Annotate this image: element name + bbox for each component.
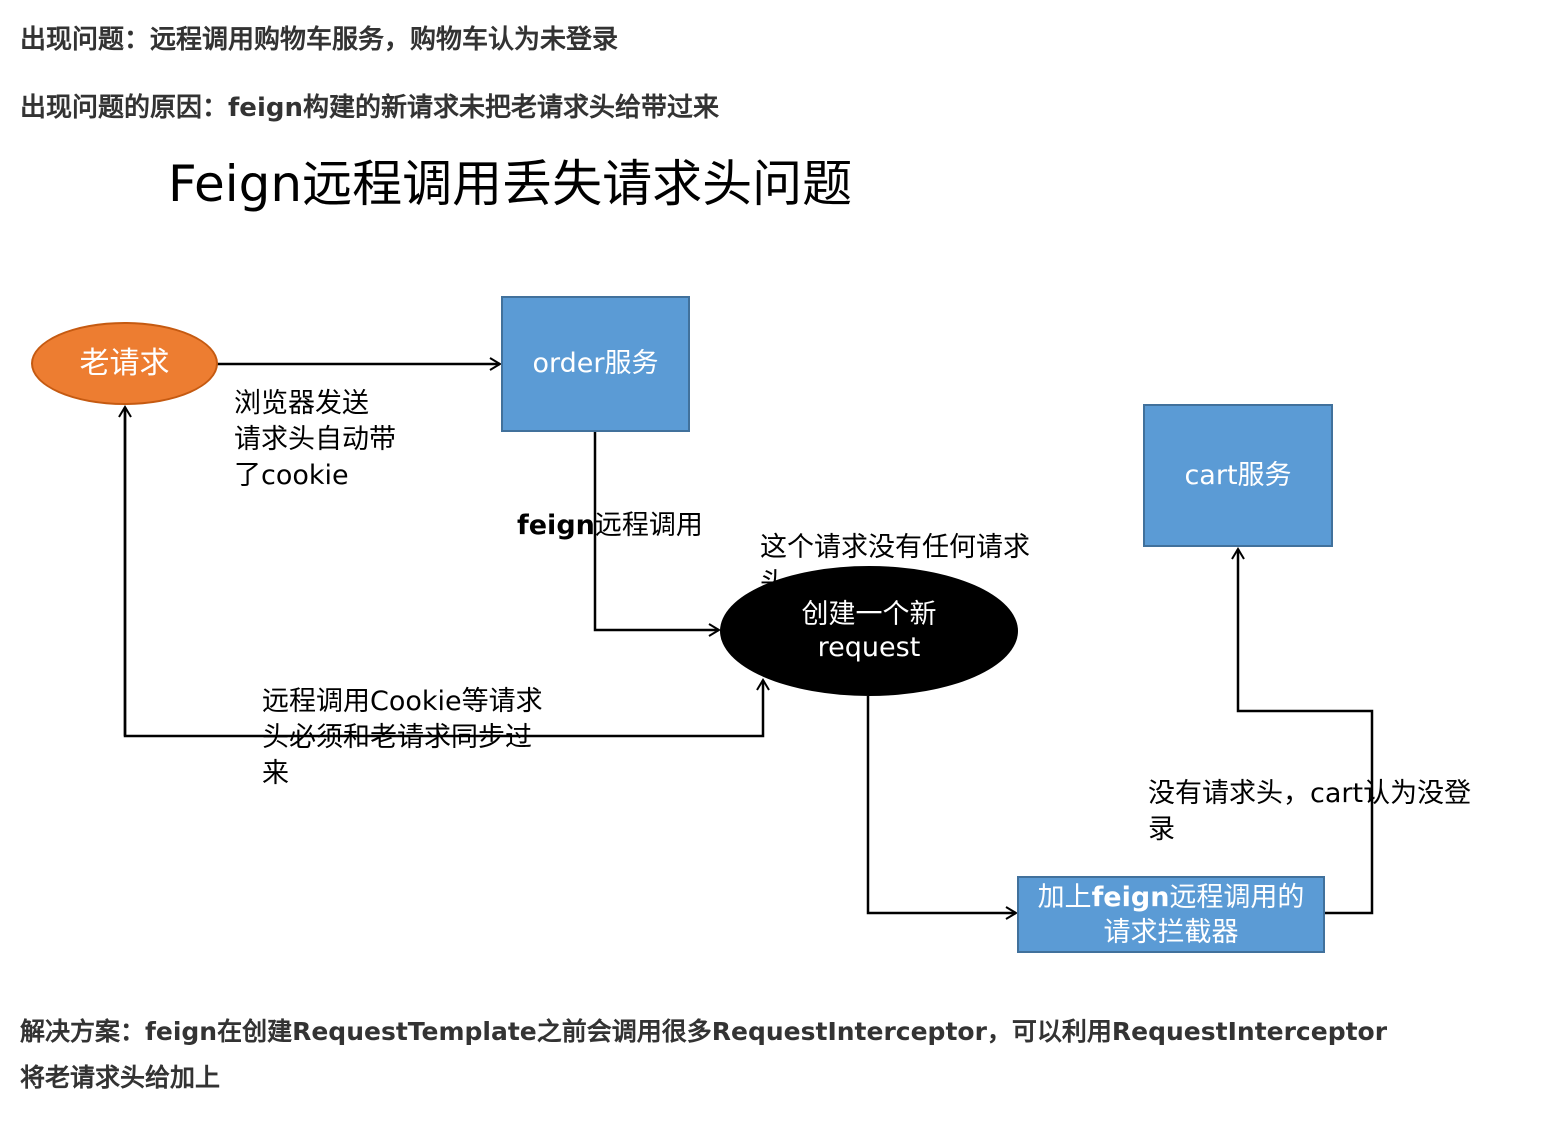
cart-not-logged-label-line1: 没有请求头，cart认为没登 <box>1148 778 1472 809</box>
sync-cookie-label-line2: 头必须和老请求同步过 <box>262 722 532 753</box>
arrow-order-to-new-request <box>593 432 721 637</box>
solution-note-line1: 解决方案：feign在创建RequestTemplate之前会调用很多Reque… <box>20 1017 1388 1046</box>
feign-call-label-bold: feign <box>517 510 595 541</box>
old-request-node: 老请求 <box>31 322 218 405</box>
cart-not-logged-label-line2: 录 <box>1148 814 1175 845</box>
interceptor-node: 加上feign远程调用的 请求拦截器 <box>1017 876 1325 953</box>
feign-call-label-rest: 远程调用 <box>594 510 703 541</box>
no-header-label-line1: 这个请求没有任何请求 <box>760 532 1030 563</box>
arrow-interceptor-to-cart <box>1231 547 1374 915</box>
browser-cookie-label: 浏览器发送 请求头自动带 了cookie <box>234 386 396 494</box>
new-request-label-line2: request <box>817 632 921 663</box>
solution-note-line2: 将老请求头给加上 <box>20 1063 221 1092</box>
interceptor-label-line1: 加上feign远程调用的 <box>1038 880 1305 915</box>
browser-cookie-label-line1: 浏览器发送 <box>234 388 369 419</box>
cart-service-node: cart服务 <box>1143 404 1333 547</box>
cause-note: 出现问题的原因：feign构建的新请求未把老请求头给带过来 <box>20 93 719 123</box>
cart-not-logged-label: 没有请求头，cart认为没登 录 <box>1148 776 1471 848</box>
sync-cookie-label: 远程调用Cookie等请求 头必须和老请求同步过 来 <box>262 684 543 792</box>
cart-service-label: cart服务 <box>1184 459 1292 491</box>
order-service-node: order服务 <box>501 296 690 432</box>
browser-cookie-label-line2: 请求头自动带 <box>234 424 396 455</box>
browser-cookie-label-line3: 了cookie <box>234 460 349 491</box>
feign-call-label: feign远程调用 <box>517 508 703 544</box>
sync-cookie-label-line1: 远程调用Cookie等请求 <box>262 686 543 717</box>
problem-note: 出现问题：远程调用购物车服务，购物车认为未登录 <box>20 25 619 55</box>
arrow-new-request-to-interceptor <box>866 696 1018 920</box>
interceptor-label-line2: 请求拦截器 <box>1103 916 1239 948</box>
interceptor-label-prefix: 加上 <box>1037 881 1092 913</box>
no-header-label: 这个请求没有任何请求 头 <box>760 530 1030 602</box>
interceptor-label-bold: feign <box>1091 881 1170 913</box>
order-service-label: order服务 <box>532 348 659 379</box>
new-request-label-line1: 创建一个新 <box>801 599 937 630</box>
new-request-node: 创建一个新 request <box>720 566 1018 696</box>
sync-cookie-label-line3: 来 <box>262 758 289 789</box>
interceptor-label-suffix: 远程调用的 <box>1169 881 1305 913</box>
diagram-title: Feign远程调用丢失请求头问题 <box>168 155 853 213</box>
old-request-label: 老请求 <box>79 345 170 381</box>
